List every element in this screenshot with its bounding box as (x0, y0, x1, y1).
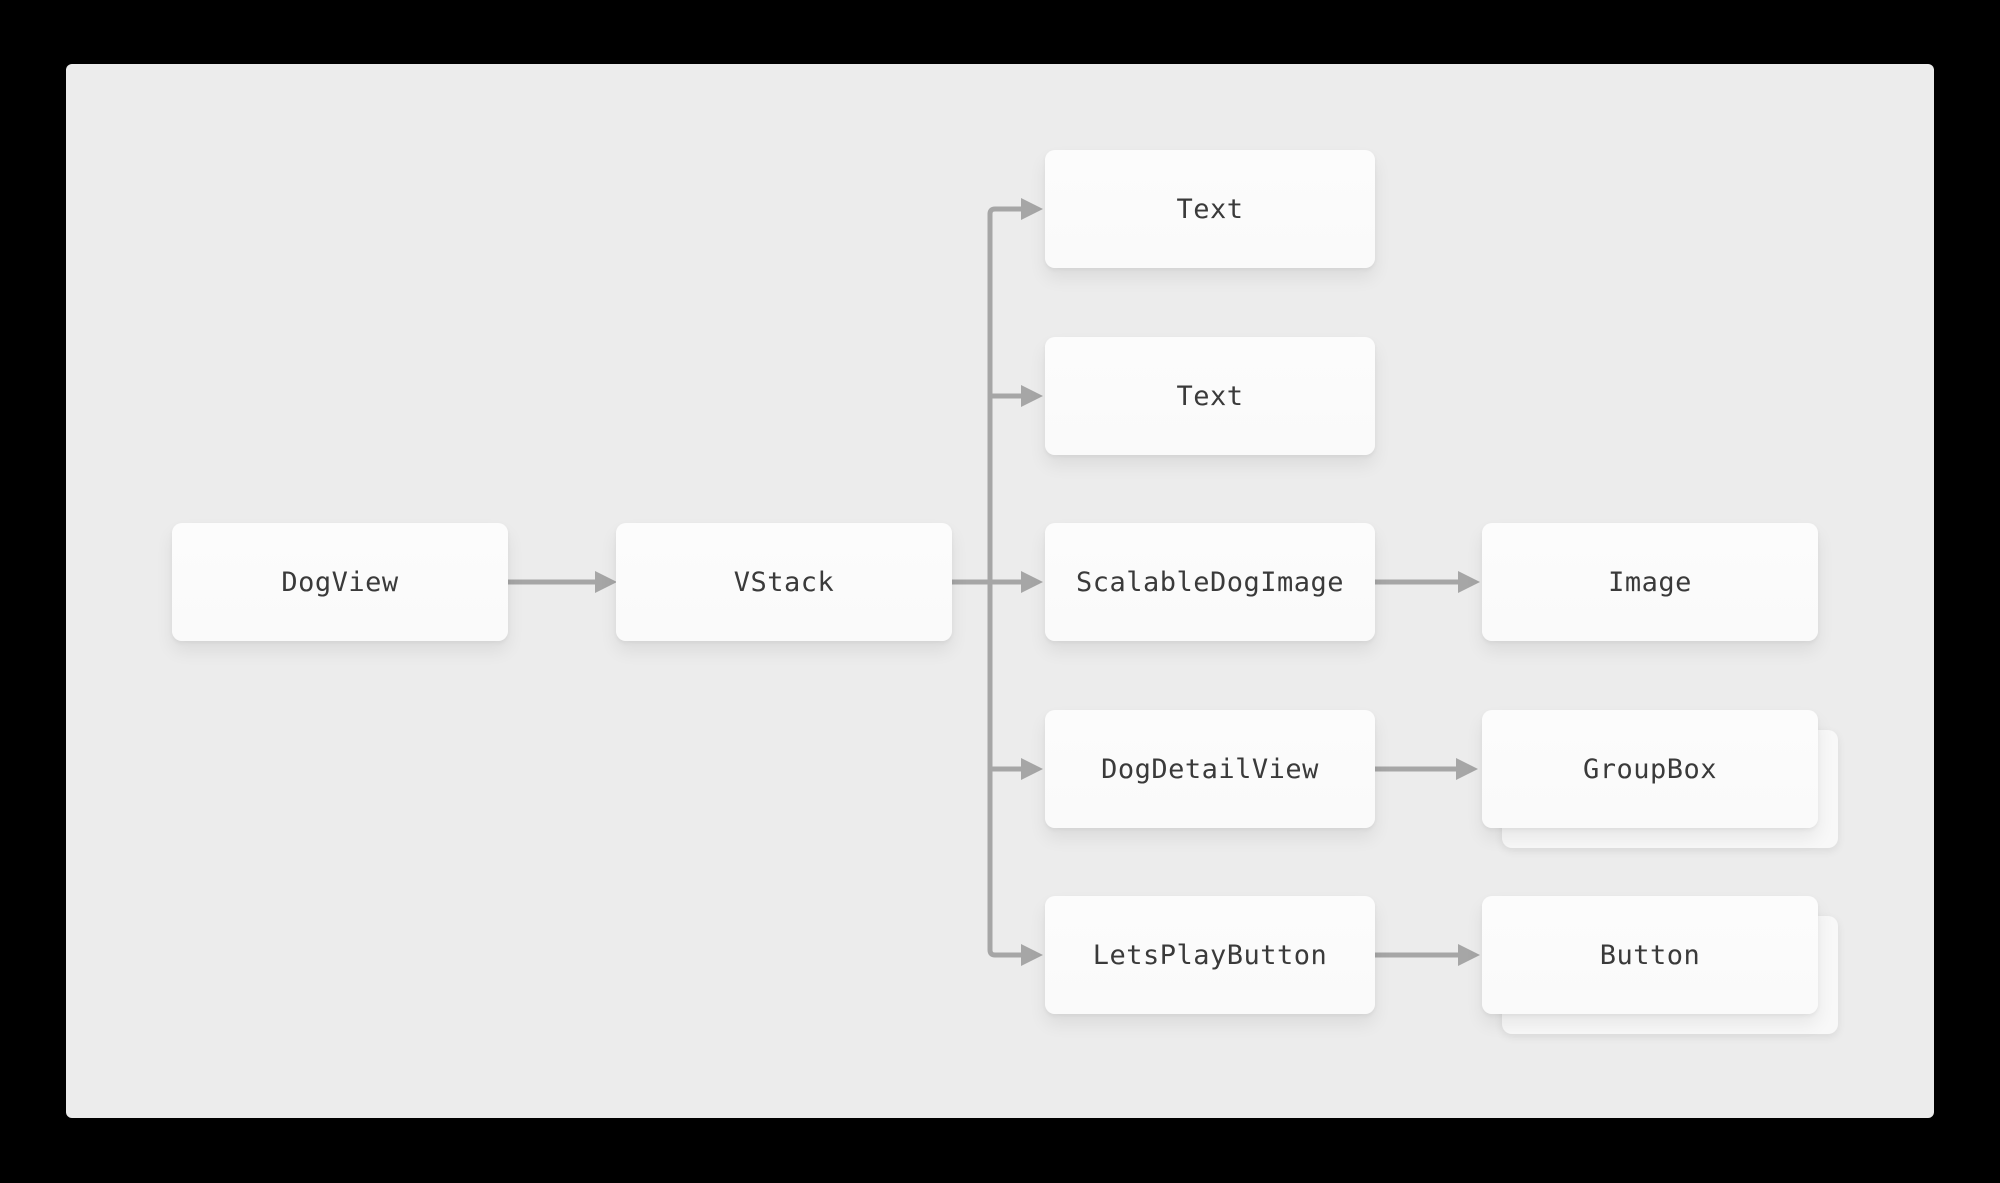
node-label: DogView (281, 566, 399, 598)
node-vstack: VStack (616, 523, 952, 641)
node-button: Button (1482, 896, 1818, 1014)
node-text-1: Text (1045, 150, 1375, 268)
node-label: VStack (733, 566, 835, 598)
node-dogview: DogView (172, 523, 508, 641)
node-groupbox: GroupBox (1482, 710, 1818, 828)
node-label: Button (1599, 939, 1701, 971)
node-label: GroupBox (1582, 753, 1718, 785)
node-label: LetsPlayButton (1092, 939, 1328, 971)
node-label: Text (1176, 193, 1244, 225)
node-label: Text (1176, 380, 1244, 412)
node-text-2: Text (1045, 337, 1375, 455)
node-label: Image (1608, 566, 1692, 598)
node-label: DogDetailView (1101, 753, 1319, 785)
node-image: Image (1482, 523, 1818, 641)
node-letsplaybutton: LetsPlayButton (1045, 896, 1375, 1014)
node-scalabledogimage: ScalableDogImage (1045, 523, 1375, 641)
node-label: ScalableDogImage (1075, 566, 1345, 598)
node-dogdetailview: DogDetailView (1045, 710, 1375, 828)
